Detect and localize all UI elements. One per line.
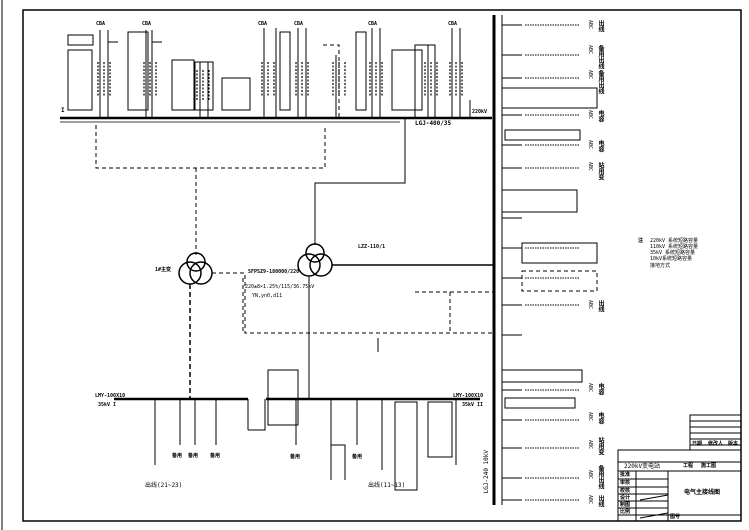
notes-line: 220kV 系统短路容量: [650, 238, 699, 244]
mv-feeder-label-3: 备用: [210, 453, 221, 459]
drawing-number-label: 图号: [670, 514, 681, 520]
mv-bus-right-voltage: 35kV II: [462, 402, 484, 408]
mv-bus-left-voltage: 35kV I: [98, 402, 117, 408]
feeder-name: 出线: [597, 495, 604, 507]
hv-bay-phase-6: CBA: [448, 21, 458, 27]
t2-note: LZZ-110/1: [358, 244, 386, 250]
feeder-phase: ABC: [587, 440, 593, 450]
title-row: 设计: [620, 495, 631, 501]
transformer-t2: [297, 243, 333, 277]
title-row: 校核: [620, 488, 631, 494]
mv-feeder-label-1: 备用: [172, 453, 183, 459]
feeder-phase: ABC: [587, 495, 593, 505]
revision-label: 日期: [692, 441, 703, 447]
hv-bay-phase-2: CBA: [142, 21, 152, 27]
title-block: [617, 414, 742, 522]
feeder-phase: ABC: [587, 70, 593, 80]
feeder-phase: ABC: [587, 20, 593, 30]
feeder-name: 电容: [597, 110, 604, 122]
mv-feeder-label-2: 备用: [188, 453, 199, 459]
t1-hv-dashed-link: [95, 125, 326, 169]
hv-bay-phase-5: CBA: [368, 21, 378, 27]
drawing-frame: [22, 9, 742, 522]
feeder-name: 出线: [597, 300, 604, 312]
feeder-name: 出线: [597, 20, 604, 32]
feeder-name: 备用出线: [597, 45, 604, 69]
feeder-name: 站用变: [597, 162, 604, 180]
feeder-phase: ABC: [587, 412, 593, 422]
feeder-phase: ABC: [587, 162, 593, 172]
t1-ratio: 220±8×1.25%/115/36.75kV: [245, 284, 315, 290]
feeder-name: 备用出线: [597, 70, 604, 94]
feeder-name: 站用变: [597, 437, 604, 455]
notes-line: 接地方式: [650, 263, 671, 269]
mv-right-feeders: [267, 369, 457, 491]
hv-bus-section-label: I: [61, 107, 65, 114]
title-row: 审核: [620, 480, 631, 486]
lv-bus-label: LGJ-240 10kV: [483, 450, 490, 494]
revision-label: 版本: [728, 441, 739, 447]
feeder-name: 备用出线: [597, 465, 604, 489]
t1-connection: YN,yn0,d11: [252, 293, 283, 299]
revision-label: 修改人: [708, 441, 724, 447]
feeder-phase: ABC: [587, 110, 593, 120]
feeder-phase: ABC: [587, 470, 593, 480]
notes-label: 注: [638, 238, 644, 244]
notes-line: 10kV系统短路容量: [650, 256, 693, 262]
hv-bus-label: LGJ-400/35: [415, 120, 452, 127]
mv-left-group-label: 出线(21~23): [145, 482, 183, 489]
hv-bay-switchgear: [97, 62, 463, 100]
title-row: 批准: [620, 472, 631, 478]
feeder-phase: ABC: [587, 45, 593, 55]
right-feeders: [501, 24, 598, 501]
project-name: 220kV变电站: [624, 463, 661, 470]
notes-line: 110kV 系统短路容量: [650, 244, 699, 250]
mv-bus-right-label: LMY-100X10: [453, 393, 484, 399]
mv-feeder-label-5: 备用: [352, 454, 363, 460]
hv-bay-phase-3: CBA: [258, 21, 268, 27]
mv-right-group-label: 出线(11~13): [368, 482, 406, 489]
feeder-phase: ABC: [587, 140, 593, 150]
hv-bay-phase-1: CBA: [96, 21, 106, 27]
hv-bay-phase-4: CBA: [294, 21, 304, 27]
mv-feeder-label-4: 备用: [290, 454, 301, 460]
feeder-phase: ABC: [587, 383, 593, 393]
hv-bays: [67, 28, 471, 119]
transformer-t1: [178, 252, 213, 285]
notes-line: 35kV 系统短路容量: [650, 250, 696, 256]
feeder-name: 电容: [597, 383, 604, 395]
mv-left-feeders: [154, 399, 266, 465]
t1-label: 1#主变: [155, 267, 172, 273]
feeder-phase: ABC: [587, 300, 593, 310]
mv-bus-left-label: LMY-100X10: [95, 393, 126, 399]
stage-label: 工程: [683, 463, 694, 469]
feeder-name: 电容: [597, 140, 604, 152]
hv-bus-voltage: 220kV: [472, 109, 488, 115]
t2-hv-lead: [314, 118, 406, 245]
stage-label: 施工图: [701, 463, 717, 469]
title-row: 比例: [620, 509, 631, 515]
feeder-name: 电容: [597, 412, 604, 424]
drawing-title: 电气主接线图: [684, 489, 721, 496]
t1-model: SFPSZ9-180000/220: [248, 269, 300, 275]
title-row: 制图: [620, 502, 631, 508]
